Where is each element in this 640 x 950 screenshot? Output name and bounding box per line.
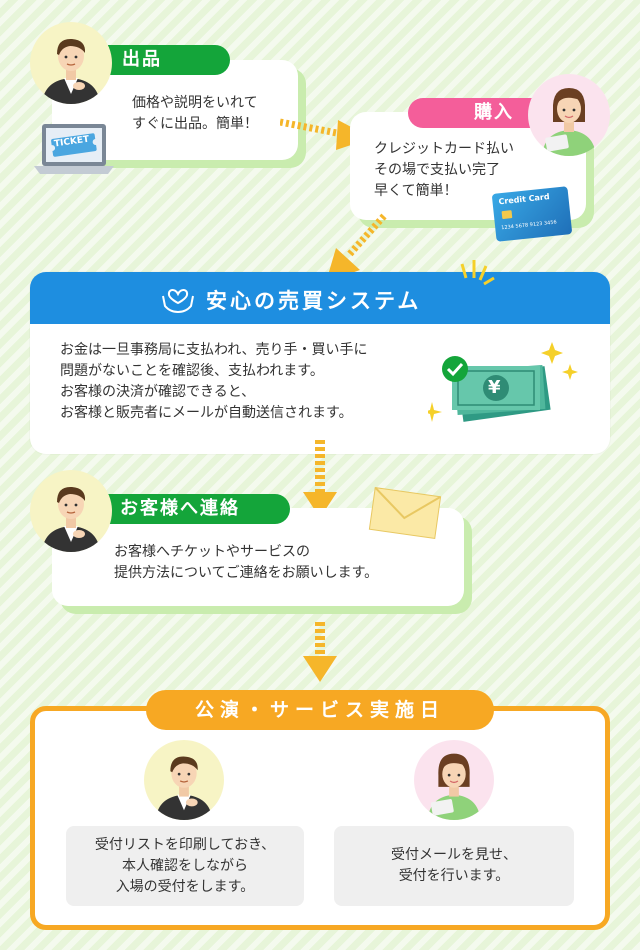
buyer-event-text: 受付メールを見せ、 受付を行います。 [334,826,574,906]
system-text: お金は一旦事務局に支払われ、売り手・買い手に 問題がないことを確認後、支払われま… [60,342,368,421]
seller-event-text: 受付リストを印刷しておき、 本人確認をしながら 入場の受付をします。 [66,826,304,906]
purchase-tag-label: 購入 [474,102,514,123]
buyer-avatar-event [414,740,494,820]
seller-avatar [30,22,112,104]
credit-card-icon: Credit Card 1234 5678 9123 3456 [491,186,573,242]
listing-tag-label: 出品 [122,49,162,70]
listing-tag: 出品 [108,45,230,75]
system-card [30,272,610,454]
system-header [30,272,610,324]
arrow-system-to-contact-head [303,492,337,518]
envelope-icon [368,486,442,539]
sparkle-lines-icon [460,260,495,286]
contact-tag-label: お客様へ連絡 [120,498,240,519]
event-day-tag-label: 公演・サービス実施日 [194,699,445,721]
yen-symbol: ¥ [488,377,501,398]
laptop-ticket-icon: TICKET [34,120,114,184]
system-title: 安心の売買システム [206,289,422,313]
heart-hands-icon [160,284,196,318]
buyer-avatar [528,74,610,156]
event-day-tag: 公演・サービス実施日 [146,690,494,730]
contact-text: お客様へチケットやサービスの 提供方法についてご連絡をお願いします。 [114,544,379,581]
money-check-icon: ¥ [424,340,578,434]
seller-avatar-event [144,740,224,820]
purchase-tag: 購入 [408,98,544,128]
seller-avatar-contact [30,470,112,552]
arrow-contact-to-event-line [315,622,325,658]
arrow-system-to-contact-line [315,440,325,494]
purchase-text: クレジットカード払い その場で支払い完了 早くて簡単！ [374,141,514,199]
listing-text: 価格や説明をいれて すぐに出品。簡単！ [132,95,258,132]
contact-tag: お客様へ連絡 [108,494,290,524]
arrow-contact-to-event-head [303,656,337,682]
